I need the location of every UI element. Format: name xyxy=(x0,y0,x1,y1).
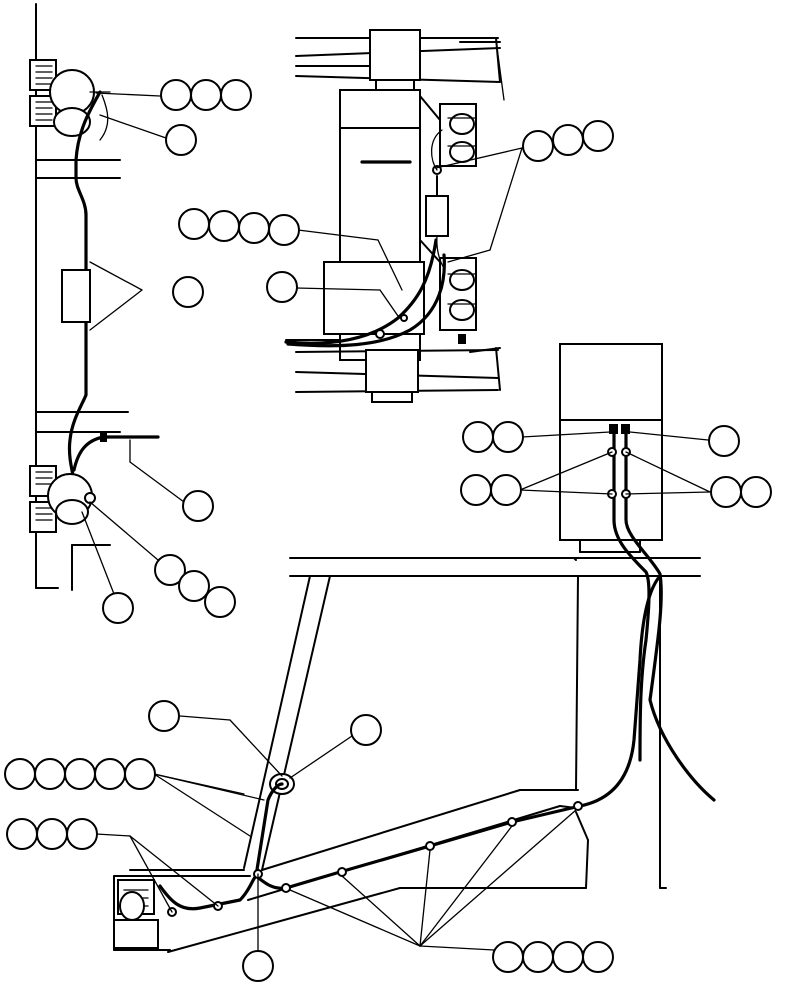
rear-axle-assembly xyxy=(284,29,523,403)
callout-circle xyxy=(178,208,210,240)
callout-circle xyxy=(154,554,186,586)
callout-circle xyxy=(460,474,492,506)
callout-group-lower-left-chamber xyxy=(154,554,236,618)
callout-circle xyxy=(124,758,156,790)
callout-group-tank-right-tee xyxy=(710,476,772,508)
frame-assembly xyxy=(95,557,701,953)
callout-circle xyxy=(490,474,522,506)
callout-circle xyxy=(94,758,126,790)
callout-frame-grommet xyxy=(350,714,382,746)
air-tank-assembly xyxy=(519,343,716,802)
callout-group-frame-brake-chamber xyxy=(6,818,98,850)
callout-axle-tube xyxy=(266,271,298,303)
callout-upper-left-line xyxy=(165,124,197,156)
upper-brake-chamber xyxy=(29,59,111,137)
callout-group-axle-valve xyxy=(178,208,300,246)
callout-circle xyxy=(6,818,38,850)
callout-circle xyxy=(34,758,66,790)
callout-circle xyxy=(190,79,222,111)
callout-circle xyxy=(492,421,524,453)
callout-circle xyxy=(462,421,494,453)
callout-lower-left-tee xyxy=(182,490,214,522)
callout-circle xyxy=(522,941,554,973)
callout-circle xyxy=(740,476,772,508)
callout-circle xyxy=(552,124,584,156)
callout-circle xyxy=(492,941,524,973)
callout-group-tank-left-tee xyxy=(460,474,522,506)
callout-group-tank-left-fitting xyxy=(462,421,524,453)
callout-circle xyxy=(710,476,742,508)
callout-circle xyxy=(582,120,614,152)
callout-frame-fitting xyxy=(148,700,180,732)
callout-circle xyxy=(204,586,236,618)
callout-circle xyxy=(36,818,68,850)
callout-group-upper-left-left-chamber xyxy=(160,79,252,111)
callout-circle xyxy=(208,210,240,242)
callout-circle xyxy=(268,214,300,246)
rear-lower-brake-chamber xyxy=(439,257,477,331)
center-valve xyxy=(61,269,91,323)
front-axle-line-assembly xyxy=(29,3,185,595)
callout-frame-bottom xyxy=(242,950,274,982)
callout-circle xyxy=(4,758,36,790)
callout-circle xyxy=(238,212,270,244)
callout-circle xyxy=(160,79,192,111)
lower-brake-chamber xyxy=(29,465,96,533)
callout-group-frame-hose-long xyxy=(4,758,156,790)
callout-circle xyxy=(582,941,614,973)
lower-tee-fitting xyxy=(72,432,160,472)
callout-group-axle-right-hose xyxy=(522,120,614,162)
callout-circle xyxy=(64,758,96,790)
callout-tank-right-fitting xyxy=(708,425,740,457)
callout-circle xyxy=(66,818,98,850)
callout-circle xyxy=(178,570,210,602)
callout-lower-left-hose xyxy=(102,592,134,624)
callout-circle xyxy=(220,79,252,111)
frame-brake-chamber xyxy=(113,879,159,949)
callout-upper-left-center-valve xyxy=(172,276,204,308)
callout-circle xyxy=(522,130,554,162)
callout-group-frame-clips xyxy=(492,941,614,973)
rear-upper-brake-chamber xyxy=(439,103,477,167)
callout-circle xyxy=(552,941,584,973)
